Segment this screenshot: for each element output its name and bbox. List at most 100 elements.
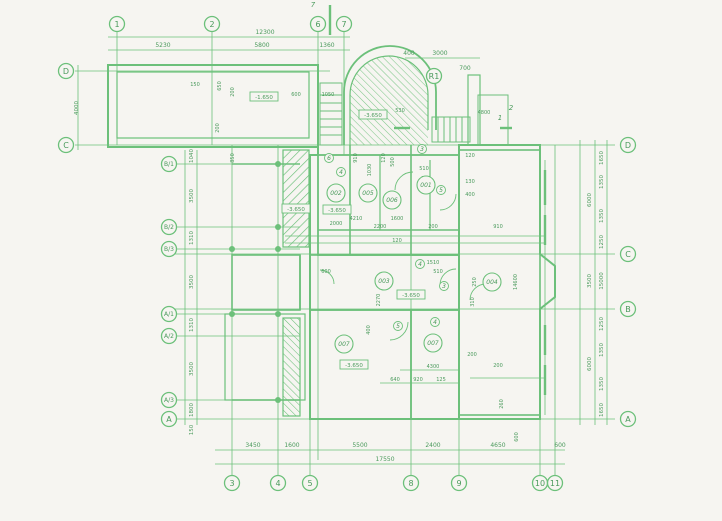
dim-interior-8: 1030 xyxy=(367,164,373,177)
grid-bubble-left-5-label: A/1 xyxy=(164,311,174,318)
dim-left-3: 1310 xyxy=(189,231,195,245)
dim-interior-32: 125 xyxy=(436,377,446,383)
grid-bubble-r1: R1 xyxy=(425,67,443,85)
column-markers xyxy=(229,161,281,403)
grid-bubble-left-8-label: A xyxy=(166,415,172,424)
level-value: -3.650 xyxy=(402,293,420,299)
marker-number: 3 xyxy=(442,283,446,290)
grid-bubble-right-0: D xyxy=(619,136,637,154)
level-value: -3.650 xyxy=(287,207,305,213)
dim-interior-33: 200 xyxy=(493,363,503,369)
marker-number: 5 xyxy=(439,187,443,194)
grid-bubble-left-0: D xyxy=(57,62,75,80)
grid-bubble-bottom-3: 8 xyxy=(402,474,420,492)
section-marker: 5 xyxy=(393,321,403,331)
grid-bubble-bottom-0-label: 3 xyxy=(229,479,234,488)
section-marker: 7 xyxy=(311,1,316,9)
level-tag: -1.650 xyxy=(249,91,279,102)
dim-interior-18: 2200 xyxy=(374,224,387,230)
dim-interior-4: 1050 xyxy=(322,92,335,98)
room-number: 001 xyxy=(420,182,431,189)
marker-number: 2 xyxy=(509,104,514,112)
marker-number: 5 xyxy=(396,323,400,330)
dim-right-6: 15000 xyxy=(599,272,605,290)
grid-bubble-right-3: A xyxy=(619,410,637,428)
grid-bubble-bottom-6-label: 11 xyxy=(550,479,560,488)
grid-bubble-bottom-4: 9 xyxy=(450,474,468,492)
dim-interior-35: 920 xyxy=(413,377,423,383)
dim-top-5: 3000 xyxy=(432,50,447,57)
dim-top-1: 5230 xyxy=(155,42,170,49)
grid-bubble-left-4-label: B/3 xyxy=(164,246,174,253)
level-tag: -3.650 xyxy=(281,203,311,214)
dim-interior-20: 120 xyxy=(392,238,402,244)
dim-interior-6: 850 xyxy=(230,153,236,163)
dim-interior-11: 500 xyxy=(390,157,396,167)
dim-left-1: 1040 xyxy=(189,149,195,163)
grid-bubble-left-6-label: A/2 xyxy=(164,333,174,340)
grid-bubble-left-6: A/2 xyxy=(160,327,178,345)
dim-interior-34: 640 xyxy=(390,377,400,383)
dim-bottom-5: 17550 xyxy=(375,456,394,463)
dim-interior-9: 120 xyxy=(381,153,387,163)
room-tag: 005 xyxy=(358,183,378,203)
grid-bubble-top-2-label: 6 xyxy=(315,20,320,29)
section-marker: 3 xyxy=(417,144,427,154)
dim-interior-3: 600 xyxy=(291,92,301,98)
dim-left-5: 1310 xyxy=(189,318,195,332)
room-tag: 007 xyxy=(334,334,354,354)
room-tag: 003 xyxy=(374,271,394,291)
section-marker: 6 xyxy=(324,153,334,163)
marker-number: 4 xyxy=(418,261,422,268)
room-number: 007 xyxy=(338,341,350,348)
dim-interior-13: 130 xyxy=(465,179,475,185)
grid-bubble-right-3-label: A xyxy=(625,415,631,424)
dim-top-3: 1360 xyxy=(319,42,334,49)
dim-interior-30: 200 xyxy=(467,352,477,358)
marker-number: 6 xyxy=(327,155,331,162)
grid-bubble-bottom-6: 11 xyxy=(546,474,564,492)
dim-bottom-4: 4650 xyxy=(490,442,505,449)
dim-interior-16: 1600 xyxy=(391,216,404,222)
section-marker: 1 xyxy=(498,114,502,122)
dim-right-11: 6000 xyxy=(587,357,593,371)
marker-number: 4 xyxy=(339,169,343,176)
grid-bubble-bottom-4-label: 9 xyxy=(456,479,461,488)
grid-bubble-left-4: B/3 xyxy=(160,240,178,258)
grid-bubble-left-2: B/1 xyxy=(160,155,178,173)
grid-bubble-r1-label: R1 xyxy=(429,72,440,81)
grid-bubble-left-3-label: B/2 xyxy=(164,224,174,231)
dim-right-2: 1350 xyxy=(599,209,605,223)
dim-interior-27: 310 xyxy=(470,297,476,307)
dim-bottom-3: 2400 xyxy=(425,442,440,449)
dim-left-8: 150 xyxy=(189,424,195,435)
dim-top-0: 12300 xyxy=(255,29,274,36)
dim-interior-37: 530 xyxy=(395,108,405,114)
dim-interior-15: 400 xyxy=(465,192,475,198)
dim-interior-2: 200 xyxy=(230,87,236,97)
dim-interior-1: 650 xyxy=(217,81,223,91)
grid-bubble-left-7-label: A/3 xyxy=(164,397,174,404)
level-tag: -3.650 xyxy=(339,359,369,370)
level-tag: -3.650 xyxy=(358,109,388,120)
dim-bottom-2: 5500 xyxy=(352,442,367,449)
grid-bubble-right-1-label: C xyxy=(625,250,631,259)
dim-interior-23: 600 xyxy=(321,269,331,275)
dim-interior-7: 910 xyxy=(353,153,359,163)
dim-bottom-6: 600 xyxy=(554,442,566,449)
dim-bottom-0: 3450 xyxy=(245,442,260,449)
grid-bubble-bottom-0: 3 xyxy=(223,474,241,492)
room-number: 005 xyxy=(362,190,374,197)
dim-interior-10: 510 xyxy=(419,166,429,172)
dim-left-4: 3500 xyxy=(189,275,195,289)
level-value: -3.650 xyxy=(345,363,363,369)
section-marker: 5 xyxy=(436,185,446,195)
dim-top-6: 700 xyxy=(459,65,471,72)
grid-bubble-right-0-label: D xyxy=(625,141,631,150)
dim-left-0: 4000 xyxy=(74,101,80,115)
grid-bubble-bottom-5-label: 10 xyxy=(535,479,545,488)
dim-interior-0: 150 xyxy=(190,82,200,88)
dim-interior-28: 400 xyxy=(366,325,372,335)
